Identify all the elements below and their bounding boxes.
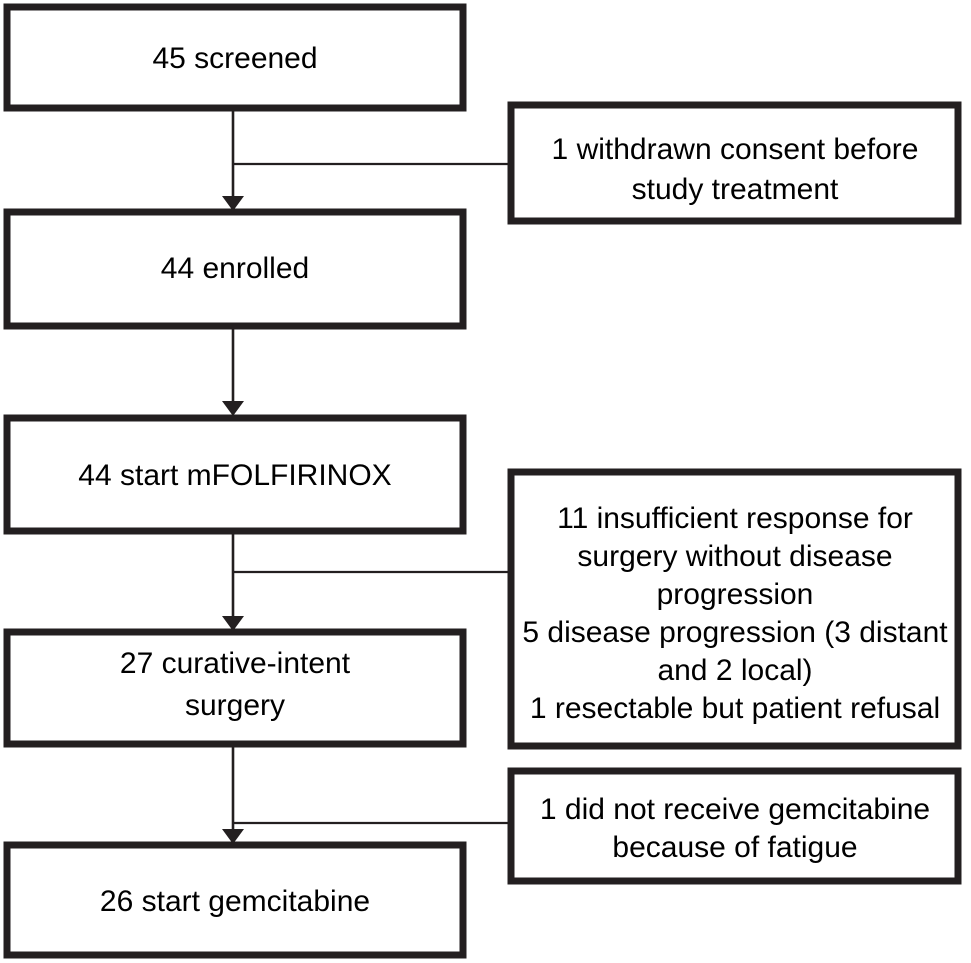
node-screened[interactable]: 45 screened: [3, 3, 467, 112]
node-curative-intent-surgery-label-line2: surgery: [185, 689, 285, 722]
node-no-gemcitabine[interactable]: 1 did not receive gemcitabine because of…: [507, 767, 962, 885]
node-curative-intent-surgery[interactable]: 27 curative-intent surgery: [3, 628, 467, 748]
arrowhead-enrolled-to-start-mfolfirinox: [222, 401, 244, 416]
node-enrolled-label: 44 enrolled: [161, 252, 309, 285]
arrowhead-screened-to-enrolled: [222, 196, 244, 211]
node-screened-box[interactable]: [3, 3, 467, 112]
node-start-mfolfirinox[interactable]: 44 start mFOLFIRINOX: [3, 414, 467, 535]
node-no-surgery-reasons-label-line2: surgery without disease: [577, 540, 892, 573]
node-start-gemcitabine-label: 26 start gemcitabine: [100, 885, 370, 918]
node-no-surgery-reasons[interactable]: 11 insufficient response for surgery wit…: [507, 468, 962, 750]
node-curative-intent-surgery-box[interactable]: [3, 628, 467, 748]
node-no-surgery-reasons-label-line1: 11 insufficient response for: [557, 502, 913, 535]
node-withdrawn-consent-label-line2: study treatment: [632, 173, 839, 206]
node-no-surgery-reasons-label-line4: 5 disease progression (3 distant: [522, 616, 948, 649]
node-start-gemcitabine[interactable]: 26 start gemcitabine: [3, 841, 467, 959]
node-no-surgery-reasons-label-line6: 1 resectable but patient refusal: [530, 692, 940, 725]
node-enrolled-box[interactable]: [3, 208, 467, 330]
connector-group: [222, 110, 508, 844]
arrowhead-start-mfolfirinox-to-surgery: [222, 616, 244, 631]
node-curative-intent-surgery-label-line1: 27 curative-intent: [120, 647, 351, 680]
node-no-gemcitabine-box[interactable]: [507, 767, 962, 885]
node-enrolled[interactable]: 44 enrolled: [3, 208, 467, 330]
node-no-surgery-reasons-label-line5: and 2 local): [657, 654, 812, 687]
node-no-gemcitabine-label-line1: 1 did not receive gemcitabine: [540, 793, 930, 826]
arrowhead-surgery-to-start-gemcitabine: [222, 829, 244, 844]
node-no-surgery-reasons-label-line3: progression: [657, 578, 814, 611]
node-withdrawn-consent-box[interactable]: [507, 101, 962, 225]
node-start-mfolfirinox-box[interactable]: [3, 414, 467, 535]
node-start-mfolfirinox-label: 44 start mFOLFIRINOX: [78, 459, 391, 492]
node-withdrawn-consent-label-line1: 1 withdrawn consent before: [552, 133, 919, 166]
node-no-gemcitabine-label-line2: because of fatigue: [612, 831, 857, 864]
node-screened-label: 45 screened: [152, 42, 317, 75]
node-withdrawn-consent[interactable]: 1 withdrawn consent before study treatme…: [507, 101, 962, 225]
node-no-surgery-reasons-box[interactable]: [507, 468, 962, 750]
node-start-gemcitabine-box[interactable]: [3, 841, 467, 959]
